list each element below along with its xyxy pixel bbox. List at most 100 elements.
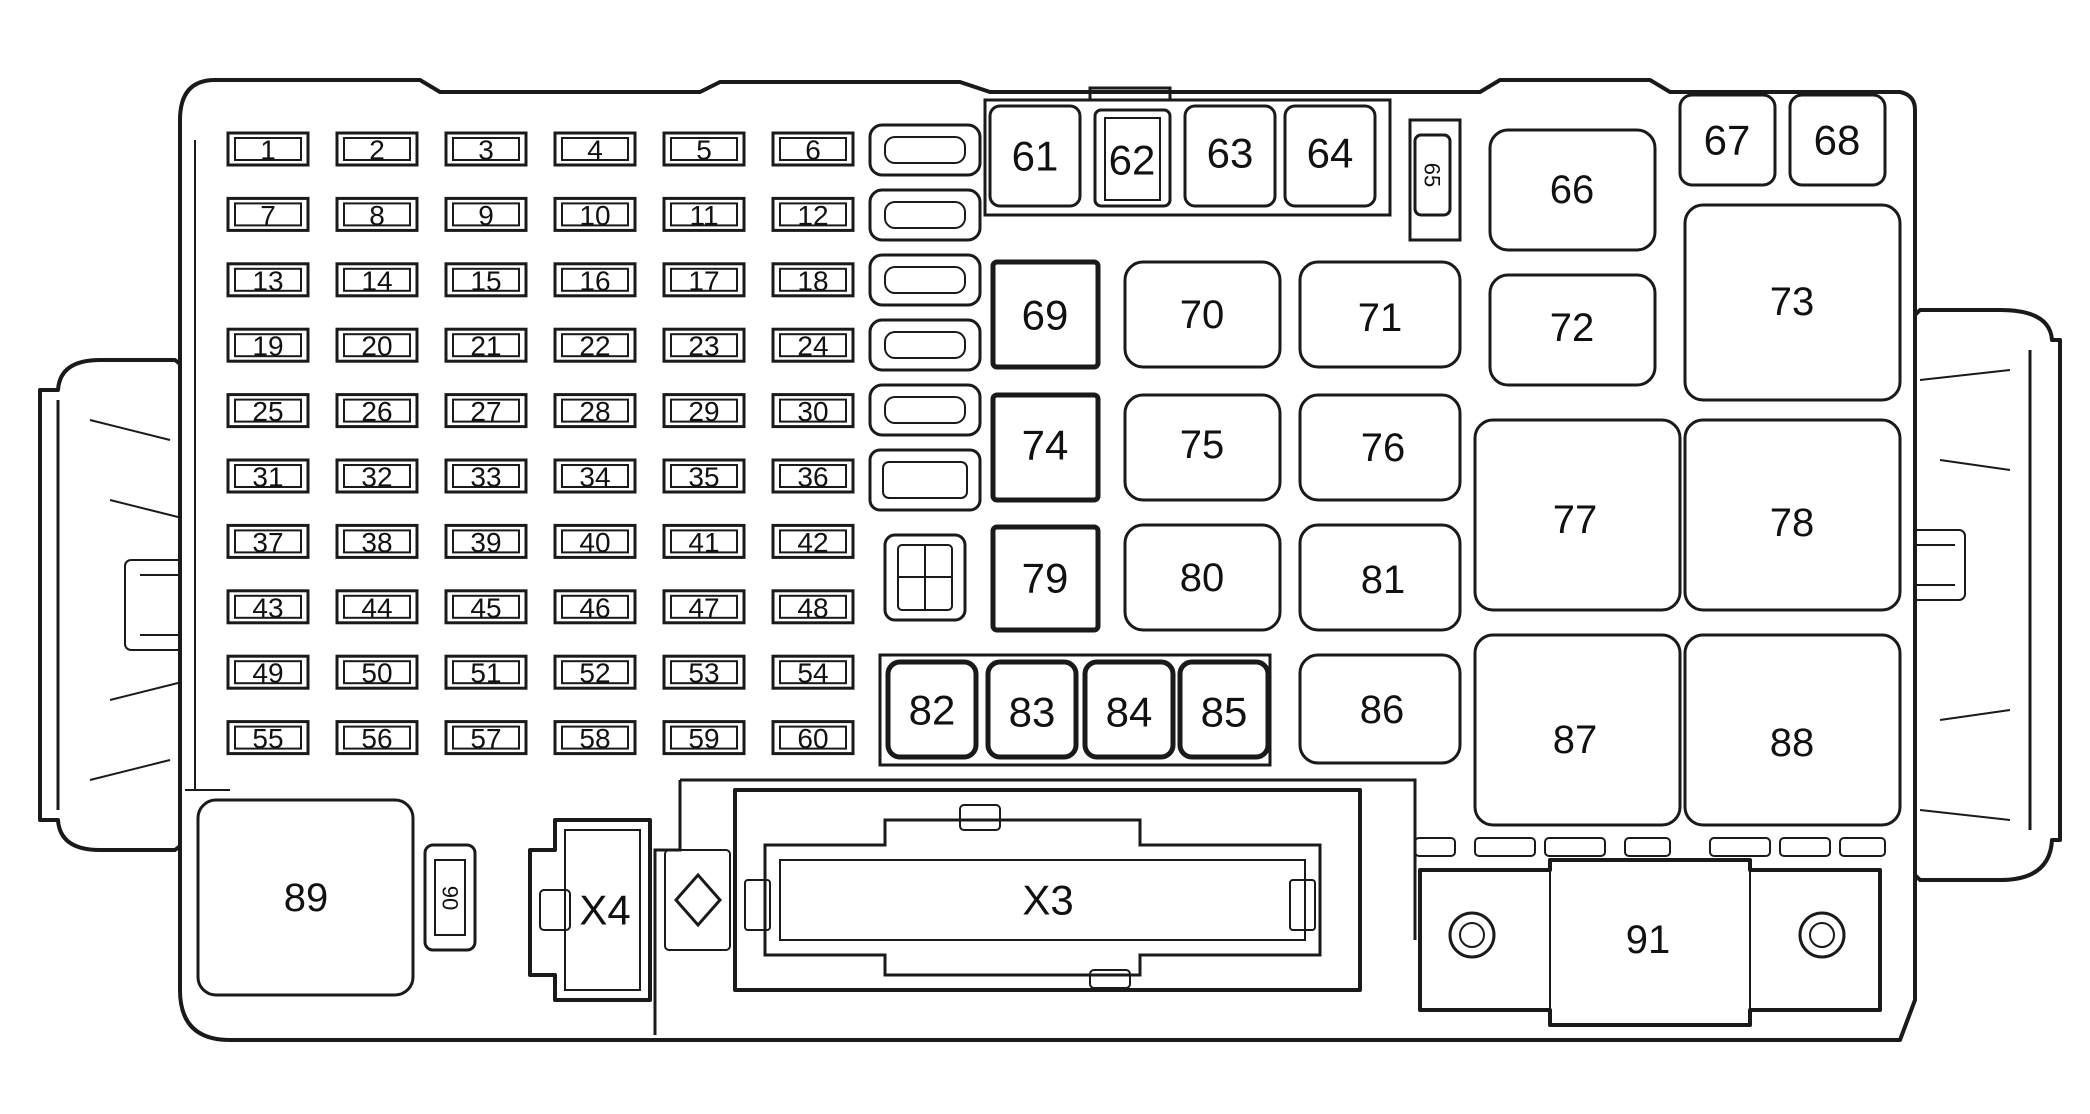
relay-71-label: 71 xyxy=(1358,296,1403,340)
relay-75-label: 75 xyxy=(1180,423,1225,467)
mini-fuse-9: 9 xyxy=(444,196,528,232)
mini-fuse-label: 38 xyxy=(361,527,392,558)
relay-79: 79 xyxy=(990,524,1101,633)
connector-x4: X4 xyxy=(528,818,652,1002)
relay-81-label: 81 xyxy=(1361,558,1406,602)
relay-71: 71 xyxy=(1298,260,1462,369)
mini-fuse-label: 12 xyxy=(797,200,828,231)
mini-fuse-16: 16 xyxy=(553,262,637,298)
relay-66-label: 66 xyxy=(1550,168,1595,212)
mini-fuse-label: 53 xyxy=(688,658,719,689)
mini-fuse-label: 15 xyxy=(470,265,501,296)
spare-slots xyxy=(868,123,982,622)
mini-fuse-label: 18 xyxy=(797,265,828,296)
connector-x4-label: X4 xyxy=(579,887,630,934)
fuse-67: 67 xyxy=(1678,93,1777,187)
connector-x3-label: X3 xyxy=(1022,877,1073,924)
relay-73: 73 xyxy=(1683,203,1902,402)
mini-fuse-label: 1 xyxy=(260,135,276,166)
mini-fuse-label: 6 xyxy=(805,135,821,166)
fuse-67-label: 67 xyxy=(1704,117,1751,164)
mini-fuse-label: 29 xyxy=(688,396,719,427)
mini-fuse-label: 35 xyxy=(688,462,719,493)
mini-fuse-2: 2 xyxy=(335,131,419,167)
mini-fuse-4: 4 xyxy=(553,131,637,167)
fuse-64-label: 64 xyxy=(1307,130,1354,177)
mini-fuse-31: 31 xyxy=(226,458,310,494)
mini-fuse-1: 1 xyxy=(226,131,310,167)
mini-fuse-label: 36 xyxy=(797,462,828,493)
mini-fuse-45: 45 xyxy=(444,589,528,625)
fuse-85-label: 85 xyxy=(1201,689,1248,736)
bus-bar-91: 91 xyxy=(1418,858,1882,1027)
mini-fuse-label: 23 xyxy=(688,331,719,362)
mini-fuse-27: 27 xyxy=(444,393,528,429)
relay-88-label: 88 xyxy=(1770,721,1815,765)
fuse-64: 64 xyxy=(1283,104,1377,208)
relay-72: 72 xyxy=(1488,273,1657,387)
mini-fuse-label: 47 xyxy=(688,592,719,623)
mini-fuse-57: 57 xyxy=(444,720,528,756)
relay-86-label: 86 xyxy=(1360,688,1405,732)
mini-fuse-53: 53 xyxy=(662,654,746,690)
fuse-65-label: 65 xyxy=(1420,163,1445,187)
bottom-slot-strip xyxy=(1414,837,1886,857)
mini-fuse-label: 5 xyxy=(696,135,712,166)
mini-fuse-30: 30 xyxy=(771,393,855,429)
relay-77-label: 77 xyxy=(1553,498,1598,542)
mini-fuse-label: 21 xyxy=(470,331,501,362)
mini-fuse-33: 33 xyxy=(444,458,528,494)
mini-fuse-39: 39 xyxy=(444,523,528,559)
fuse-68-label: 68 xyxy=(1814,117,1861,164)
mini-fuse-21: 21 xyxy=(444,327,528,363)
mini-fuse-11: 11 xyxy=(662,196,746,232)
mini-fuse-51: 51 xyxy=(444,654,528,690)
relay-87-label: 87 xyxy=(1553,718,1598,762)
fuse-83: 83 xyxy=(985,659,1079,760)
relay-66: 66 xyxy=(1488,128,1657,252)
relay-78-label: 78 xyxy=(1770,501,1815,545)
mini-fuse-label: 49 xyxy=(252,658,283,689)
mini-fuse-label: 19 xyxy=(252,331,283,362)
mini-fuse-label: 10 xyxy=(579,200,610,231)
fuse-61: 61 xyxy=(988,104,1082,208)
relay-76-label: 76 xyxy=(1361,426,1406,470)
mini-fuse-label: 41 xyxy=(688,527,719,558)
mini-fuse-label: 59 xyxy=(688,723,719,754)
mini-fuse-label: 45 xyxy=(470,592,501,623)
mini-fuse-label: 56 xyxy=(361,723,392,754)
mini-fuse-55: 55 xyxy=(226,720,310,756)
fuse-84: 84 xyxy=(1082,659,1176,760)
relay-79-label: 79 xyxy=(1022,555,1069,602)
mini-fuse-label: 58 xyxy=(579,723,610,754)
mini-fuse-20: 20 xyxy=(335,327,419,363)
mini-fuse-label: 20 xyxy=(361,331,392,362)
fuse-83-label: 83 xyxy=(1009,689,1056,736)
mini-fuse-label: 27 xyxy=(470,396,501,427)
mini-fuse-43: 43 xyxy=(226,589,310,625)
mini-fuse-49: 49 xyxy=(226,654,310,690)
relay-74-label: 74 xyxy=(1022,422,1069,469)
mini-fuse-label: 34 xyxy=(579,462,610,493)
fuse-90-label: 90 xyxy=(438,886,463,910)
mini-fuse-label: 32 xyxy=(361,462,392,493)
mini-fuse-32: 32 xyxy=(335,458,419,494)
mount-diamond xyxy=(664,849,731,951)
fuse-82: 82 xyxy=(885,659,979,760)
mini-fuse-label: 57 xyxy=(470,723,501,754)
mini-fuse-37: 37 xyxy=(226,523,310,559)
mini-fuse-label: 24 xyxy=(797,331,828,362)
mini-fuse-52: 52 xyxy=(553,654,637,690)
relay-72-label: 72 xyxy=(1550,306,1595,350)
left-latch xyxy=(38,358,212,852)
relay-87: 87 xyxy=(1473,633,1682,827)
mini-fuse-25: 25 xyxy=(226,393,310,429)
relay-76: 76 xyxy=(1298,393,1462,502)
mini-fuse-label: 60 xyxy=(797,723,828,754)
mini-fuse-38: 38 xyxy=(335,523,419,559)
fuse-62-label: 62 xyxy=(1109,137,1156,184)
connector-x3: X3 xyxy=(733,788,1362,992)
relay-73-label: 73 xyxy=(1770,280,1815,324)
mini-fuse-42: 42 xyxy=(771,523,855,559)
